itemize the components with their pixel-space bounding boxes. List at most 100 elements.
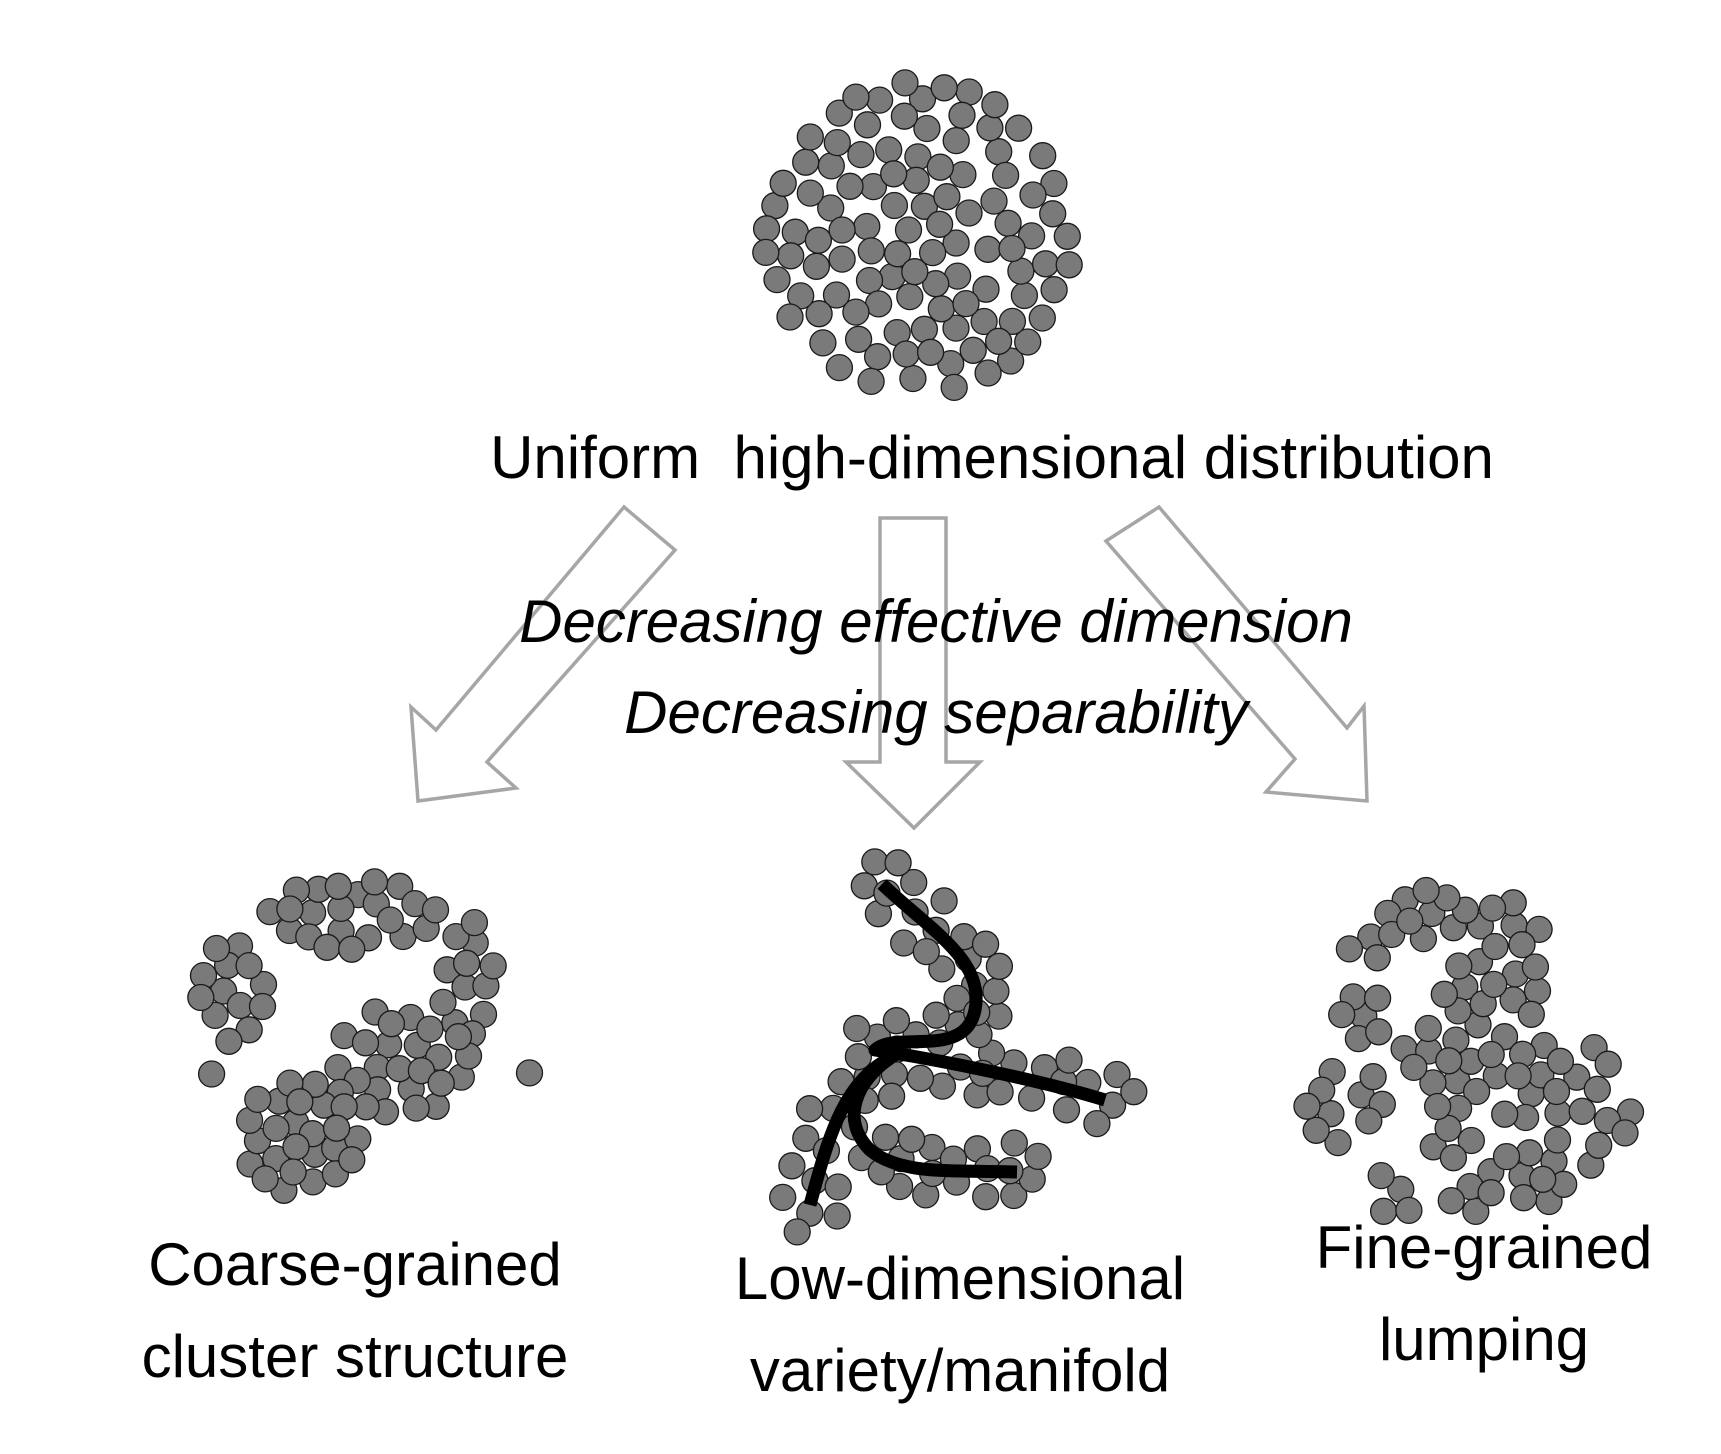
uniform-point bbox=[828, 245, 856, 273]
cluster-point bbox=[402, 1094, 430, 1122]
arrow-down bbox=[841, 516, 985, 831]
cluster-point bbox=[298, 899, 327, 927]
lump-point bbox=[1335, 935, 1364, 963]
lump-point bbox=[1525, 915, 1553, 944]
uniform-point bbox=[890, 102, 919, 130]
uniform-point bbox=[802, 252, 831, 280]
manifold-point bbox=[861, 848, 889, 876]
cluster-point bbox=[244, 1085, 272, 1114]
lump-point bbox=[1439, 1144, 1468, 1172]
uniform-point bbox=[857, 367, 885, 396]
manifold-point bbox=[843, 1014, 871, 1043]
uniform-point bbox=[1004, 114, 1033, 142]
manifold-point bbox=[783, 1218, 811, 1246]
lump-point bbox=[1529, 1165, 1557, 1193]
lump-point bbox=[1509, 1184, 1538, 1212]
uniform-point bbox=[805, 300, 833, 328]
fine-label-line1: Fine-grained bbox=[1316, 1214, 1653, 1281]
uniform-point bbox=[828, 216, 856, 244]
uniform-point bbox=[955, 199, 983, 227]
lump-point bbox=[1611, 1119, 1639, 1147]
uniform-point bbox=[998, 307, 1027, 336]
uniform-point bbox=[892, 340, 920, 368]
uniform-point bbox=[922, 270, 950, 298]
cluster-point bbox=[421, 896, 450, 924]
lump-point bbox=[1523, 977, 1552, 1005]
lump-point bbox=[1412, 876, 1440, 905]
uniform-point bbox=[927, 295, 955, 323]
uniform-point bbox=[875, 136, 903, 164]
manifold-point bbox=[884, 849, 912, 877]
lump-point bbox=[1396, 907, 1424, 935]
uniform-point bbox=[836, 172, 864, 200]
cluster-point bbox=[202, 934, 231, 963]
uniform-point bbox=[998, 234, 1026, 263]
cluster-point bbox=[429, 988, 457, 1017]
cluster-point bbox=[251, 1165, 279, 1193]
arrow-left bbox=[408, 504, 678, 803]
manifold-point-cloud bbox=[769, 848, 1148, 1246]
uniform-point bbox=[910, 315, 939, 343]
lump-point bbox=[1491, 1100, 1519, 1128]
uniform-point bbox=[1028, 304, 1056, 332]
uniform-point bbox=[991, 161, 1020, 190]
manifold-point bbox=[871, 1123, 900, 1151]
cluster-point bbox=[279, 1158, 307, 1186]
cluster-point bbox=[235, 951, 263, 980]
manifold-label-line2: variety/manifold bbox=[750, 1337, 1170, 1404]
uniform-point bbox=[896, 282, 924, 311]
uniform-point bbox=[1010, 281, 1039, 310]
cluster-point bbox=[360, 868, 389, 896]
uniform-point bbox=[804, 226, 833, 254]
uniform-point bbox=[925, 210, 954, 238]
manifold-point bbox=[1083, 1109, 1111, 1138]
lump-point bbox=[1445, 952, 1473, 980]
lump-point bbox=[1293, 1092, 1321, 1120]
fine-lumping-point-cloud bbox=[1293, 876, 1645, 1226]
uniform-point bbox=[1040, 169, 1068, 198]
uniform-point bbox=[942, 126, 970, 155]
uniform-point bbox=[769, 169, 797, 197]
uniform-point bbox=[823, 128, 851, 157]
lump-point bbox=[1515, 1139, 1544, 1167]
lump-point bbox=[1478, 894, 1507, 922]
cluster-point bbox=[187, 983, 215, 1012]
cluster-point bbox=[452, 949, 481, 977]
uniform-point bbox=[918, 238, 947, 267]
cluster-point bbox=[376, 906, 404, 934]
uniform-point bbox=[974, 235, 1002, 263]
uniform-point bbox=[942, 314, 970, 342]
uniform-point bbox=[777, 242, 805, 270]
manifold-point bbox=[930, 887, 958, 915]
lump-point bbox=[1517, 1000, 1545, 1028]
manifold-point bbox=[1055, 1046, 1083, 1074]
manifold-point bbox=[1000, 1129, 1028, 1157]
manifold-point bbox=[795, 1095, 824, 1123]
manifold-point bbox=[1052, 1096, 1081, 1124]
uniform-point bbox=[908, 85, 937, 113]
cluster-point bbox=[338, 935, 366, 963]
uniform-point bbox=[878, 262, 906, 291]
cluster-point bbox=[248, 992, 277, 1021]
lump-point bbox=[1430, 980, 1458, 1008]
cluster-point bbox=[479, 952, 507, 980]
uniform-point bbox=[853, 111, 882, 139]
lump-point bbox=[1568, 1097, 1596, 1125]
lump-point bbox=[1400, 1053, 1428, 1082]
cluster-point bbox=[322, 1114, 351, 1142]
manifold-point bbox=[877, 1082, 906, 1110]
manifold-point bbox=[1120, 1078, 1148, 1106]
uniform-point bbox=[809, 329, 837, 357]
arrows bbox=[408, 504, 1369, 831]
lump-point bbox=[1414, 1014, 1442, 1043]
uniform-point bbox=[817, 152, 845, 180]
uniform-point bbox=[981, 91, 1009, 119]
lump-point bbox=[1521, 953, 1550, 981]
lump-point bbox=[1481, 932, 1509, 961]
lump-point bbox=[1328, 1000, 1356, 1029]
uniform-point bbox=[891, 69, 919, 97]
uniform-point bbox=[940, 373, 968, 402]
uniform-point bbox=[1040, 276, 1068, 304]
manifold-point bbox=[912, 937, 940, 966]
